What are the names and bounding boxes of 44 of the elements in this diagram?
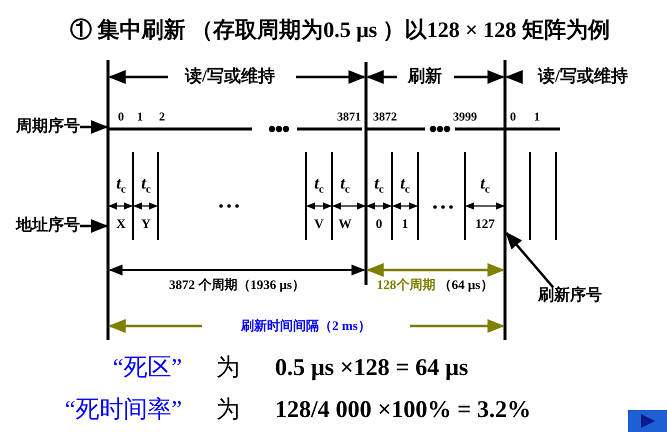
- cycle-time-label: t$_{c}$: [340, 174, 350, 196]
- formula-text: 128/4 000 ×100% = 3.2%: [275, 396, 532, 424]
- formula-text: 为: [216, 396, 240, 424]
- phase-label: 刷新: [408, 68, 442, 86]
- span-label: 3872 个周期（1936 μs）: [169, 278, 305, 292]
- title: ① 集中刷新 （存取周期为0.5 μs ）以128 × 128 矩阵为例: [70, 18, 610, 42]
- span-label: 128个周期: [376, 278, 436, 292]
- cycle-number: 3999: [453, 110, 477, 124]
- cycle-time-label: t$_{c}$: [116, 174, 126, 196]
- connector: [505, 232, 554, 288]
- connector: [80, 120, 108, 134]
- boundary-line: [504, 60, 506, 340]
- axis-caption: 周期序号: [16, 118, 80, 136]
- cycle-number: 0: [118, 110, 124, 124]
- address-label: V: [314, 216, 324, 232]
- cycle-number: 3872: [373, 110, 397, 124]
- formula-text: “死时间率”: [64, 396, 182, 424]
- span-label: （64 μs）: [438, 278, 494, 292]
- cycle-time-label: t$_{c}$: [314, 174, 324, 196]
- span-label: 刷新时间间隔（2 ms）: [241, 318, 371, 334]
- cycle-number: 1: [137, 110, 143, 124]
- formula-text: 为: [216, 354, 240, 382]
- cycle-number: 1: [534, 110, 540, 124]
- cycle-number: 0: [510, 110, 516, 124]
- cycle-number: 3871: [337, 110, 361, 124]
- connector: [80, 219, 108, 233]
- axis-caption: 刷新序号: [538, 287, 602, 305]
- cycle-time-label: t$_{c}$: [480, 174, 490, 196]
- address-label: X: [116, 216, 126, 232]
- boundary-line: [106, 60, 110, 340]
- formula-text: 0.5 μs ×128 = 64 μs: [275, 354, 468, 382]
- address-label: 1: [402, 216, 408, 232]
- cycle-time-label: t$_{c}$: [400, 174, 410, 196]
- phase-label: 读/写或维持: [185, 68, 275, 86]
- axis-caption: 地址序号: [16, 217, 80, 235]
- cycle-time-label: t$_{c}$: [374, 174, 384, 196]
- cycle-number: 2: [159, 110, 165, 124]
- address-label: Y: [141, 216, 151, 232]
- address-label: 0: [376, 216, 382, 232]
- address-label: W: [338, 216, 352, 232]
- cycle-time-label: t$_{c}$: [141, 174, 151, 196]
- formula-text: “死区”: [112, 354, 182, 382]
- address-label: 127: [475, 216, 495, 232]
- phase-label: 读/写或维持: [538, 68, 628, 86]
